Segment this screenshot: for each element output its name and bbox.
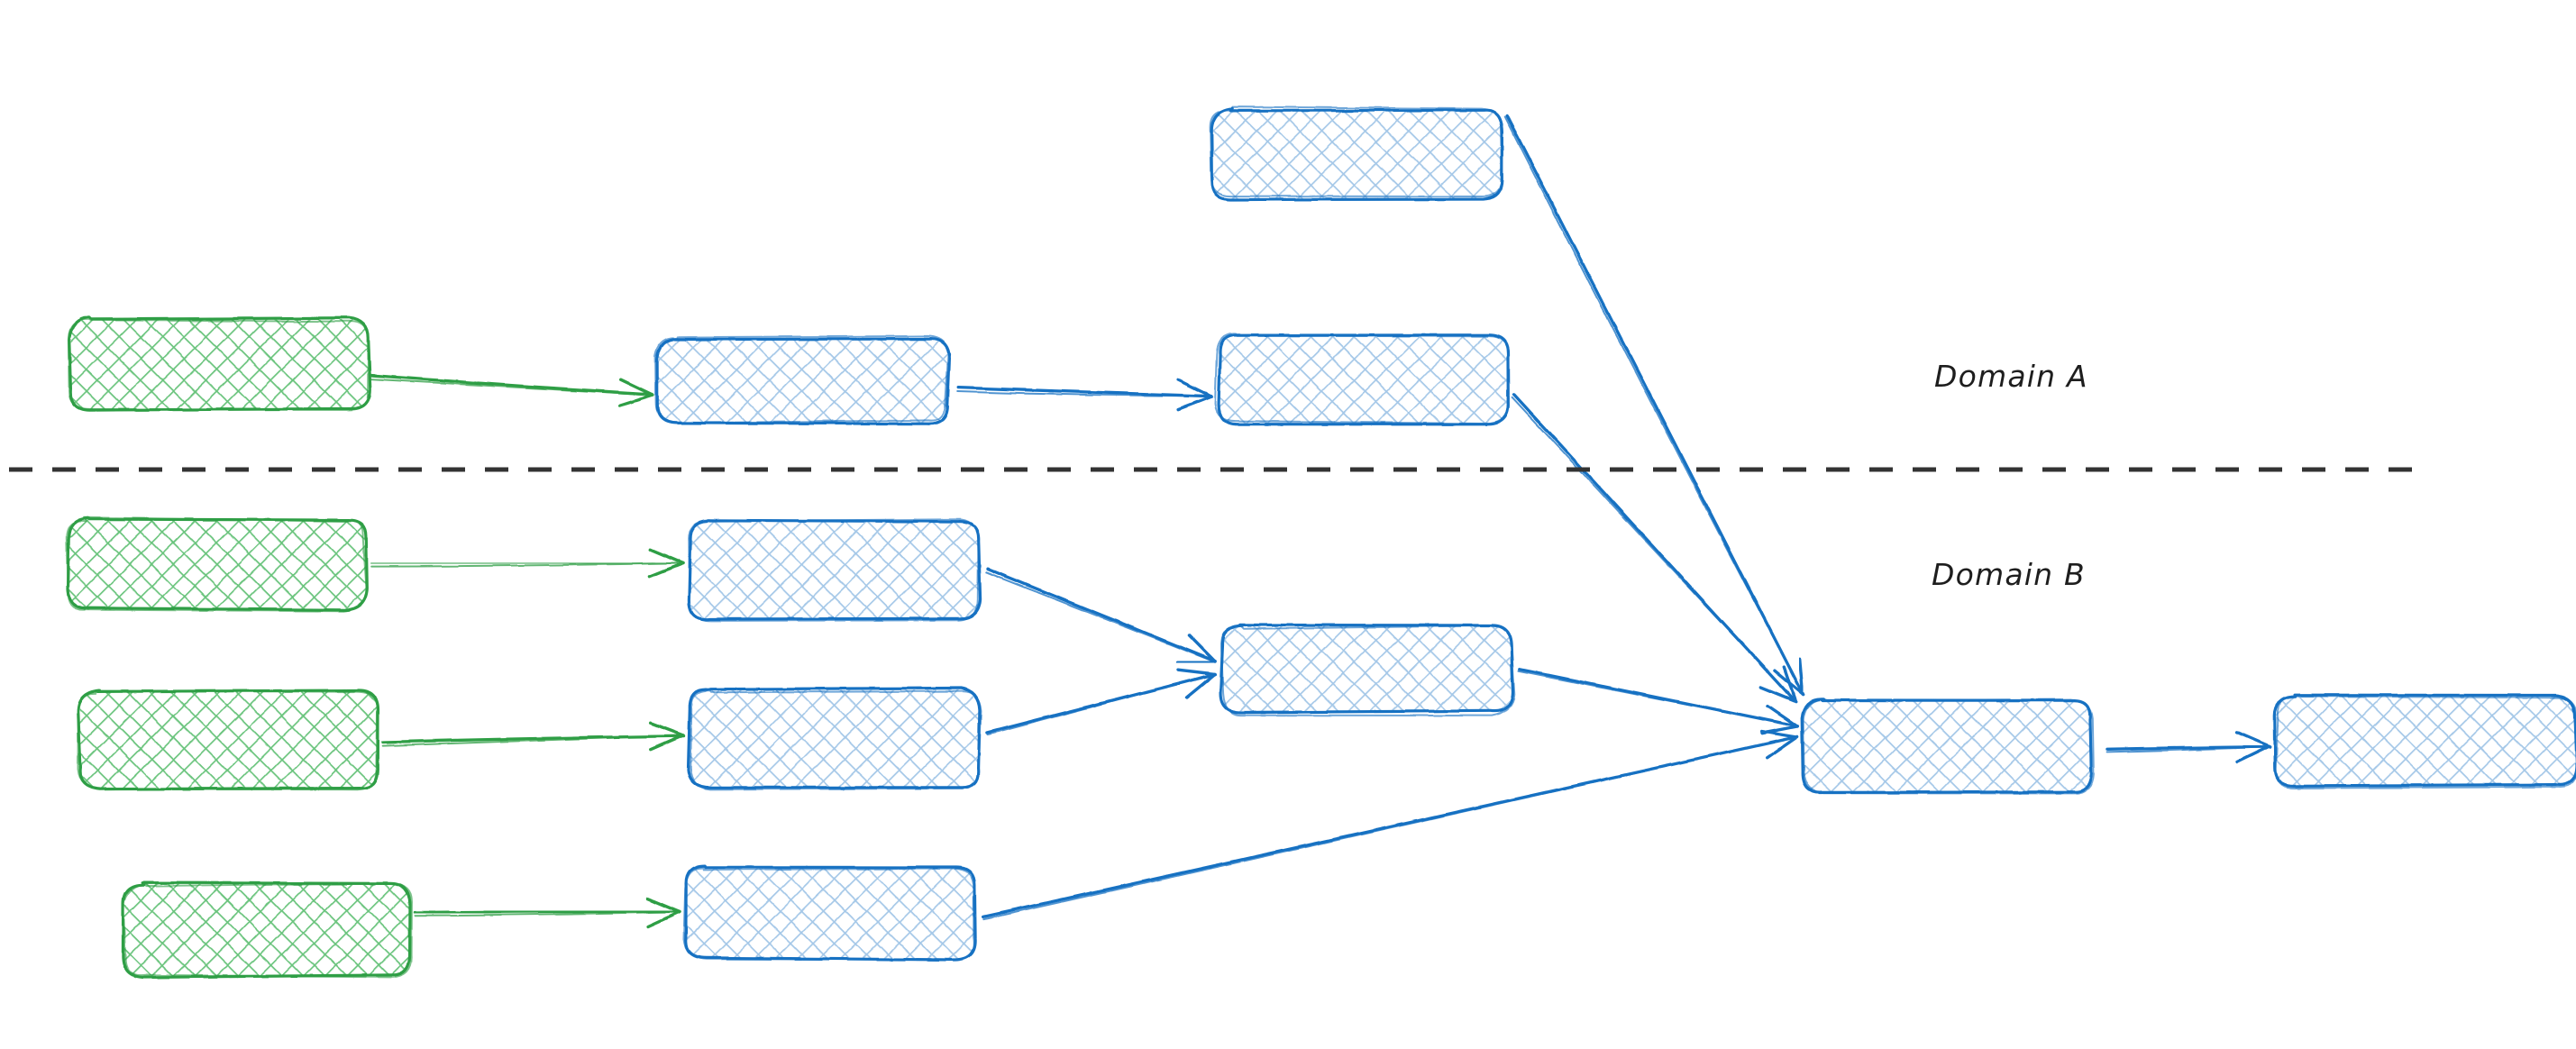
edge-b-stage-3-to-b-hub	[982, 729, 1799, 921]
edge-b-merge-to-b-hub	[1517, 668, 1800, 735]
node-b-source-2[interactable]	[77, 689, 380, 791]
node-b-terminal[interactable]	[2273, 693, 2576, 789]
node-a-stage-1[interactable]	[654, 334, 951, 425]
edge-a-source-1-to-a-stage-1	[370, 373, 654, 407]
lane-label-domain-a: Domain A	[1934, 359, 2088, 394]
node-b-stage-3[interactable]	[682, 864, 977, 962]
node-b-merge[interactable]	[1219, 623, 1516, 717]
node-b-source-1[interactable]	[65, 516, 369, 613]
node-b-stage-2[interactable]	[686, 686, 982, 790]
edge-b-hub-to-b-terminal	[2106, 730, 2271, 764]
node-a-stage-2[interactable]	[1214, 333, 1510, 426]
edge-a-stage-1-to-a-stage-2	[955, 378, 1213, 411]
edge-b-source-2-to-b-stage-2	[381, 721, 686, 752]
edge-b-source-1-to-b-stage-1	[370, 548, 685, 579]
edges-layer	[370, 114, 2271, 928]
node-b-hub[interactable]	[1800, 698, 2095, 795]
edge-a-top-to-b-hub	[1503, 114, 1805, 697]
edge-a-stage-2-to-b-hub	[1511, 392, 1797, 703]
node-b-source-3[interactable]	[121, 881, 413, 980]
node-b-stage-1[interactable]	[687, 518, 982, 622]
edge-b-source-3-to-b-stage-3	[413, 897, 681, 928]
node-a-top[interactable]	[1209, 105, 1503, 202]
edge-b-stage-2-to-b-merge	[985, 668, 1218, 736]
node-a-source-1[interactable]	[67, 315, 372, 412]
nodes-layer	[65, 105, 2576, 980]
edge-b-stage-1-to-b-merge	[984, 567, 1217, 664]
lane-label-domain-b: Domain B	[1932, 557, 2086, 592]
